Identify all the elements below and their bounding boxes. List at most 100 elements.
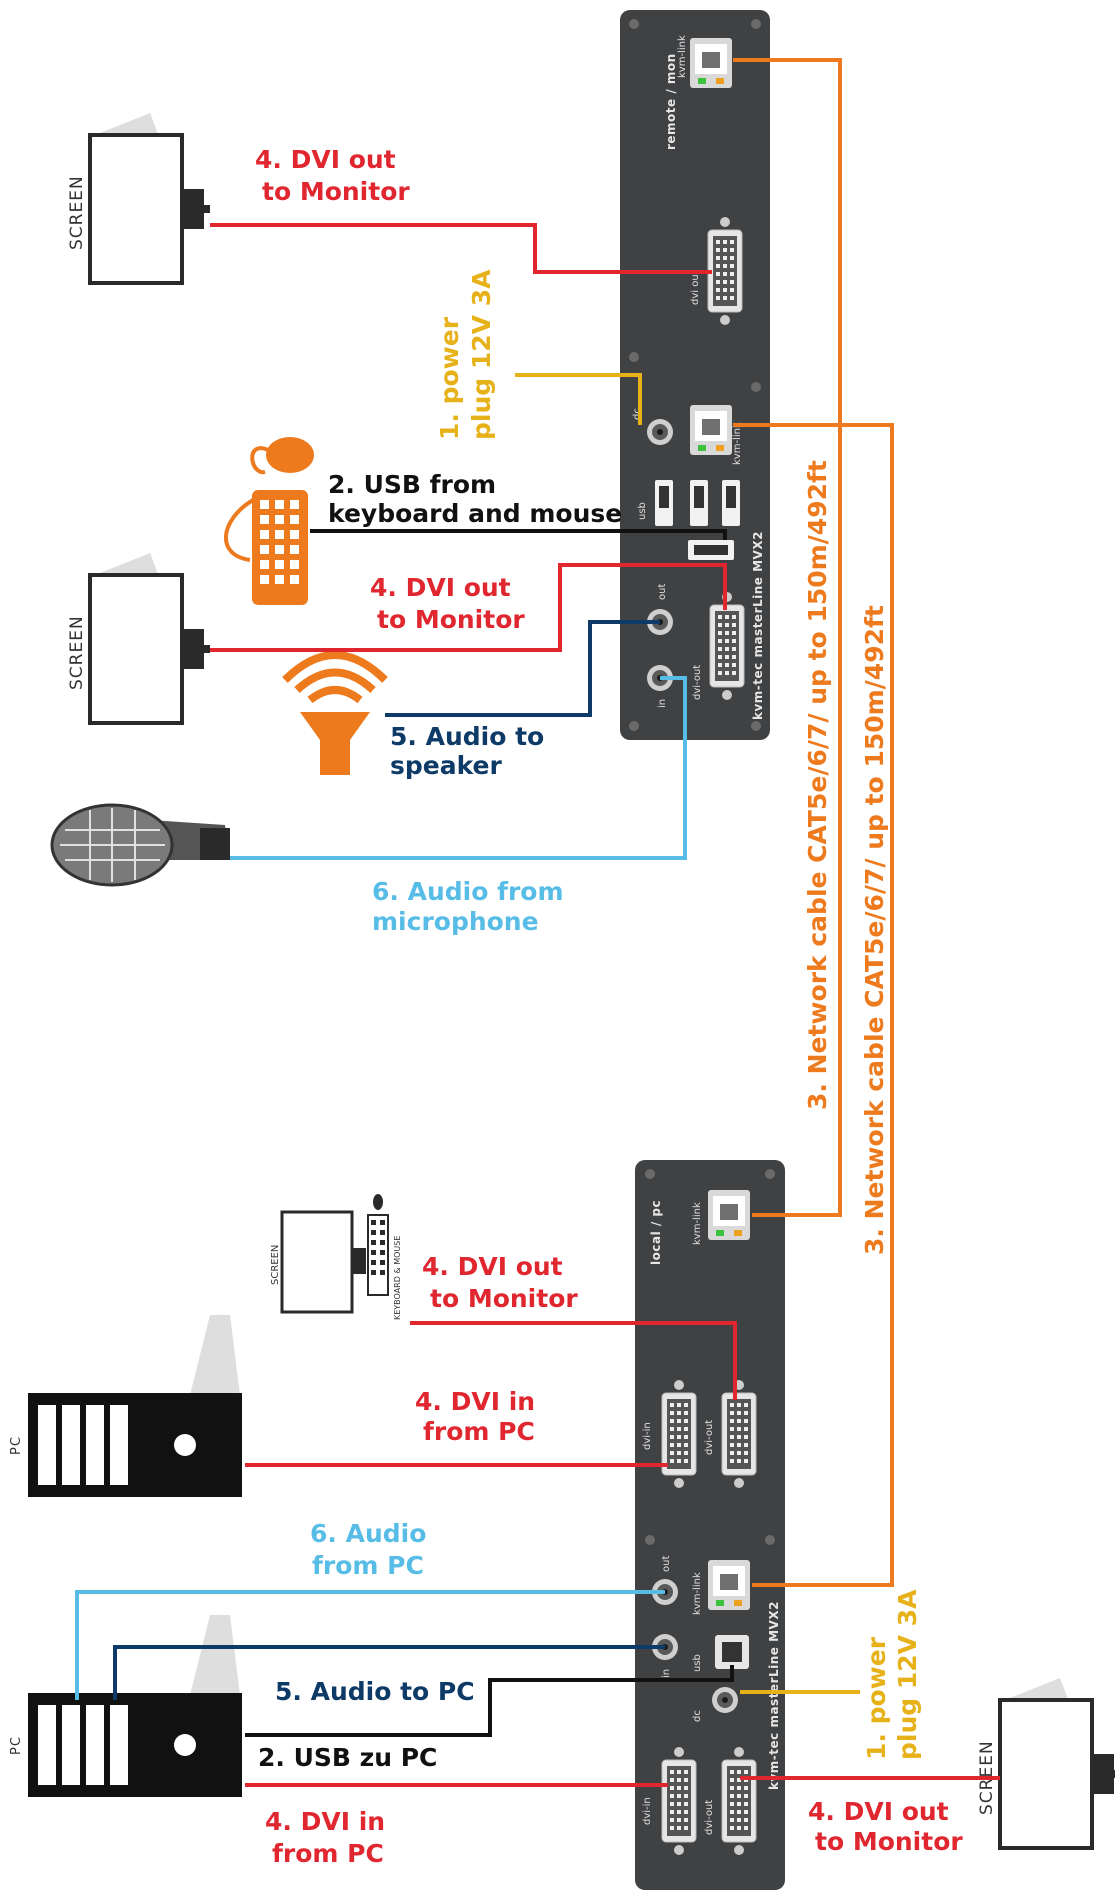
- mouse-icon: [266, 437, 314, 473]
- local-dvi-in2-label: dvi-in: [642, 1797, 653, 1825]
- label-usb-to-pc: 2. USB zu PC: [258, 1743, 437, 1772]
- dvi-cable-3: [410, 1321, 737, 1400]
- label-power-local-line2: plug 12V 3A: [893, 1589, 922, 1760]
- workstation-screen-label: SCREEN: [270, 1245, 281, 1285]
- audio-mic-cable: [230, 676, 687, 860]
- local-side-label: local / pc: [649, 1200, 663, 1265]
- network-cable-2: [733, 423, 894, 1587]
- workstation-small: SCREEN KEYBOARD & MOUSE: [270, 1194, 402, 1320]
- label-usb-from-line1: 2. USB from: [328, 470, 496, 499]
- microphone: [50, 803, 230, 887]
- label-audio-speaker-line1: 5. Audio to: [390, 722, 544, 751]
- pc-top: PC: [9, 1313, 242, 1497]
- label-audio-to-pc: 5. Audio to PC: [275, 1677, 475, 1706]
- dc-jack-icon: [647, 419, 673, 445]
- keyboard-mouse: [223, 437, 314, 605]
- dvi-port-icon: [721, 1379, 757, 1489]
- screen-bottom-right: SCREEN: [977, 1676, 1115, 1850]
- usb-port-icon: [722, 480, 740, 526]
- workstation-kbm-label: KEYBOARD & MOUSE: [393, 1236, 402, 1320]
- network-cable-1: [733, 58, 842, 1217]
- label-dvi-out-4-line2: to Monitor: [815, 1827, 963, 1856]
- label-audio-pc-from-line1: 6. Audio: [310, 1519, 426, 1548]
- rj45-port-icon: [708, 1560, 750, 1610]
- label-dvi-out-1-line2: to Monitor: [262, 177, 410, 206]
- local-unit: local / pc kvm-link dvi-in dvi-out out k…: [635, 1160, 785, 1890]
- local-kvm-link-label: kvm-link: [692, 1202, 703, 1245]
- label-power-remote-line1: 1. power: [435, 316, 464, 440]
- local-model-label: kvm-tec masterLine MVX2: [767, 1601, 781, 1790]
- cables: [75, 58, 1000, 1787]
- pc-top-label: PC: [9, 1436, 24, 1455]
- label-dvi-out-3-line1: 4. DVI out: [422, 1252, 563, 1281]
- local-kvm-link2-label: kvm-link: [692, 1572, 703, 1615]
- remote-in-label: in: [657, 699, 668, 708]
- local-in-label: in: [661, 1669, 672, 1678]
- screen-middle-label: SCREEN: [67, 615, 87, 690]
- screen-icon: [280, 1210, 354, 1314]
- audio-to-pc-cable: [113, 1645, 665, 1700]
- pc-bottom-label: PC: [9, 1736, 24, 1755]
- labels: 4. DVI out to Monitor 1. power plug 12V …: [255, 145, 963, 1868]
- label-dvi-in-1-line1: 4. DVI in: [415, 1387, 535, 1416]
- screen-icon: [88, 111, 212, 285]
- screen-icon: [998, 1676, 1115, 1850]
- usb-cable-local: [245, 1665, 734, 1737]
- remote-dc-label: dc: [632, 408, 643, 420]
- speaker: [282, 651, 388, 775]
- label-audio-mic-line2: microphone: [372, 907, 539, 936]
- remote-kvm-link-label: kvm-link: [677, 35, 688, 78]
- pc-icon: [28, 1613, 242, 1797]
- speaker-icon: [300, 712, 370, 775]
- mouse-icon: [373, 1194, 383, 1210]
- label-usb-from-line2: keyboard and mouse: [328, 499, 622, 528]
- usb-port-icon: [655, 480, 673, 526]
- local-dvi-out2-label: dvi-out: [704, 1800, 715, 1835]
- audio-speaker-cable: [385, 620, 660, 717]
- remote-dvi-out-label: dvi out: [690, 270, 701, 305]
- usb-port-icon: [690, 480, 708, 526]
- local-dc-label: dc: [692, 1710, 703, 1722]
- label-power-remote-line2: plug 12V 3A: [467, 269, 496, 440]
- label-dvi-out-3-line2: to Monitor: [430, 1284, 578, 1313]
- dvi-port-icon: [661, 1746, 697, 1856]
- label-dvi-out-2-line2: to Monitor: [377, 605, 525, 634]
- label-audio-speaker-line2: speaker: [390, 751, 503, 780]
- dvi-cable-1: [210, 223, 712, 274]
- local-dvi-out-label: dvi-out: [704, 1420, 715, 1455]
- label-power-local-line1: 1. power: [862, 1636, 891, 1760]
- label-dvi-in-1-line2: from PC: [423, 1417, 535, 1446]
- local-dvi-in-label: dvi-in: [642, 1422, 653, 1450]
- usb-cable-remote: [310, 529, 727, 540]
- remote-side-label: remote / mon: [664, 53, 678, 150]
- screen-icon: [88, 551, 212, 725]
- dvi-port-icon: [661, 1379, 697, 1489]
- label-dvi-in-2-line1: 4. DVI in: [265, 1807, 385, 1836]
- rj45-port-icon: [690, 38, 732, 88]
- dc-jack-icon: [712, 1687, 738, 1713]
- remote-usb-label: usb: [637, 502, 648, 520]
- rj45-port-icon: [708, 1190, 750, 1240]
- pc-icon: [28, 1313, 242, 1497]
- remote-kvm-link2-label: kvm-link: [732, 422, 743, 465]
- label-dvi-in-2-line2: from PC: [272, 1839, 384, 1868]
- local-out-label: out: [661, 1556, 672, 1572]
- remote-model-label: kvm-tec masterLine MVX2: [751, 531, 765, 720]
- remote-out-label: out: [657, 584, 668, 600]
- screen-middle: SCREEN: [67, 551, 212, 725]
- label-audio-mic-line1: 6. Audio from: [372, 877, 564, 906]
- dvi-port-icon: [707, 216, 743, 326]
- label-network-1: 3. Network cable CAT5e/6/7/ up to 150m/4…: [803, 460, 832, 1110]
- label-dvi-out-2-line1: 4. DVI out: [370, 573, 511, 602]
- label-audio-pc-from-line2: from PC: [312, 1551, 424, 1580]
- remote-unit: remote / mon kvm-link dvi out dc kvm-lin…: [620, 10, 770, 740]
- screen-top: SCREEN: [67, 111, 212, 285]
- screen-top-label: SCREEN: [67, 175, 87, 250]
- dvi-cable-2: [210, 563, 727, 652]
- power-cable-remote: [515, 373, 642, 425]
- remote-dvi-out2-label: dvi-out: [692, 665, 703, 700]
- audio-from-pc-cable: [75, 1590, 665, 1700]
- rj45-port-icon: [690, 405, 732, 455]
- label-dvi-out-4-line1: 4. DVI out: [808, 1797, 949, 1826]
